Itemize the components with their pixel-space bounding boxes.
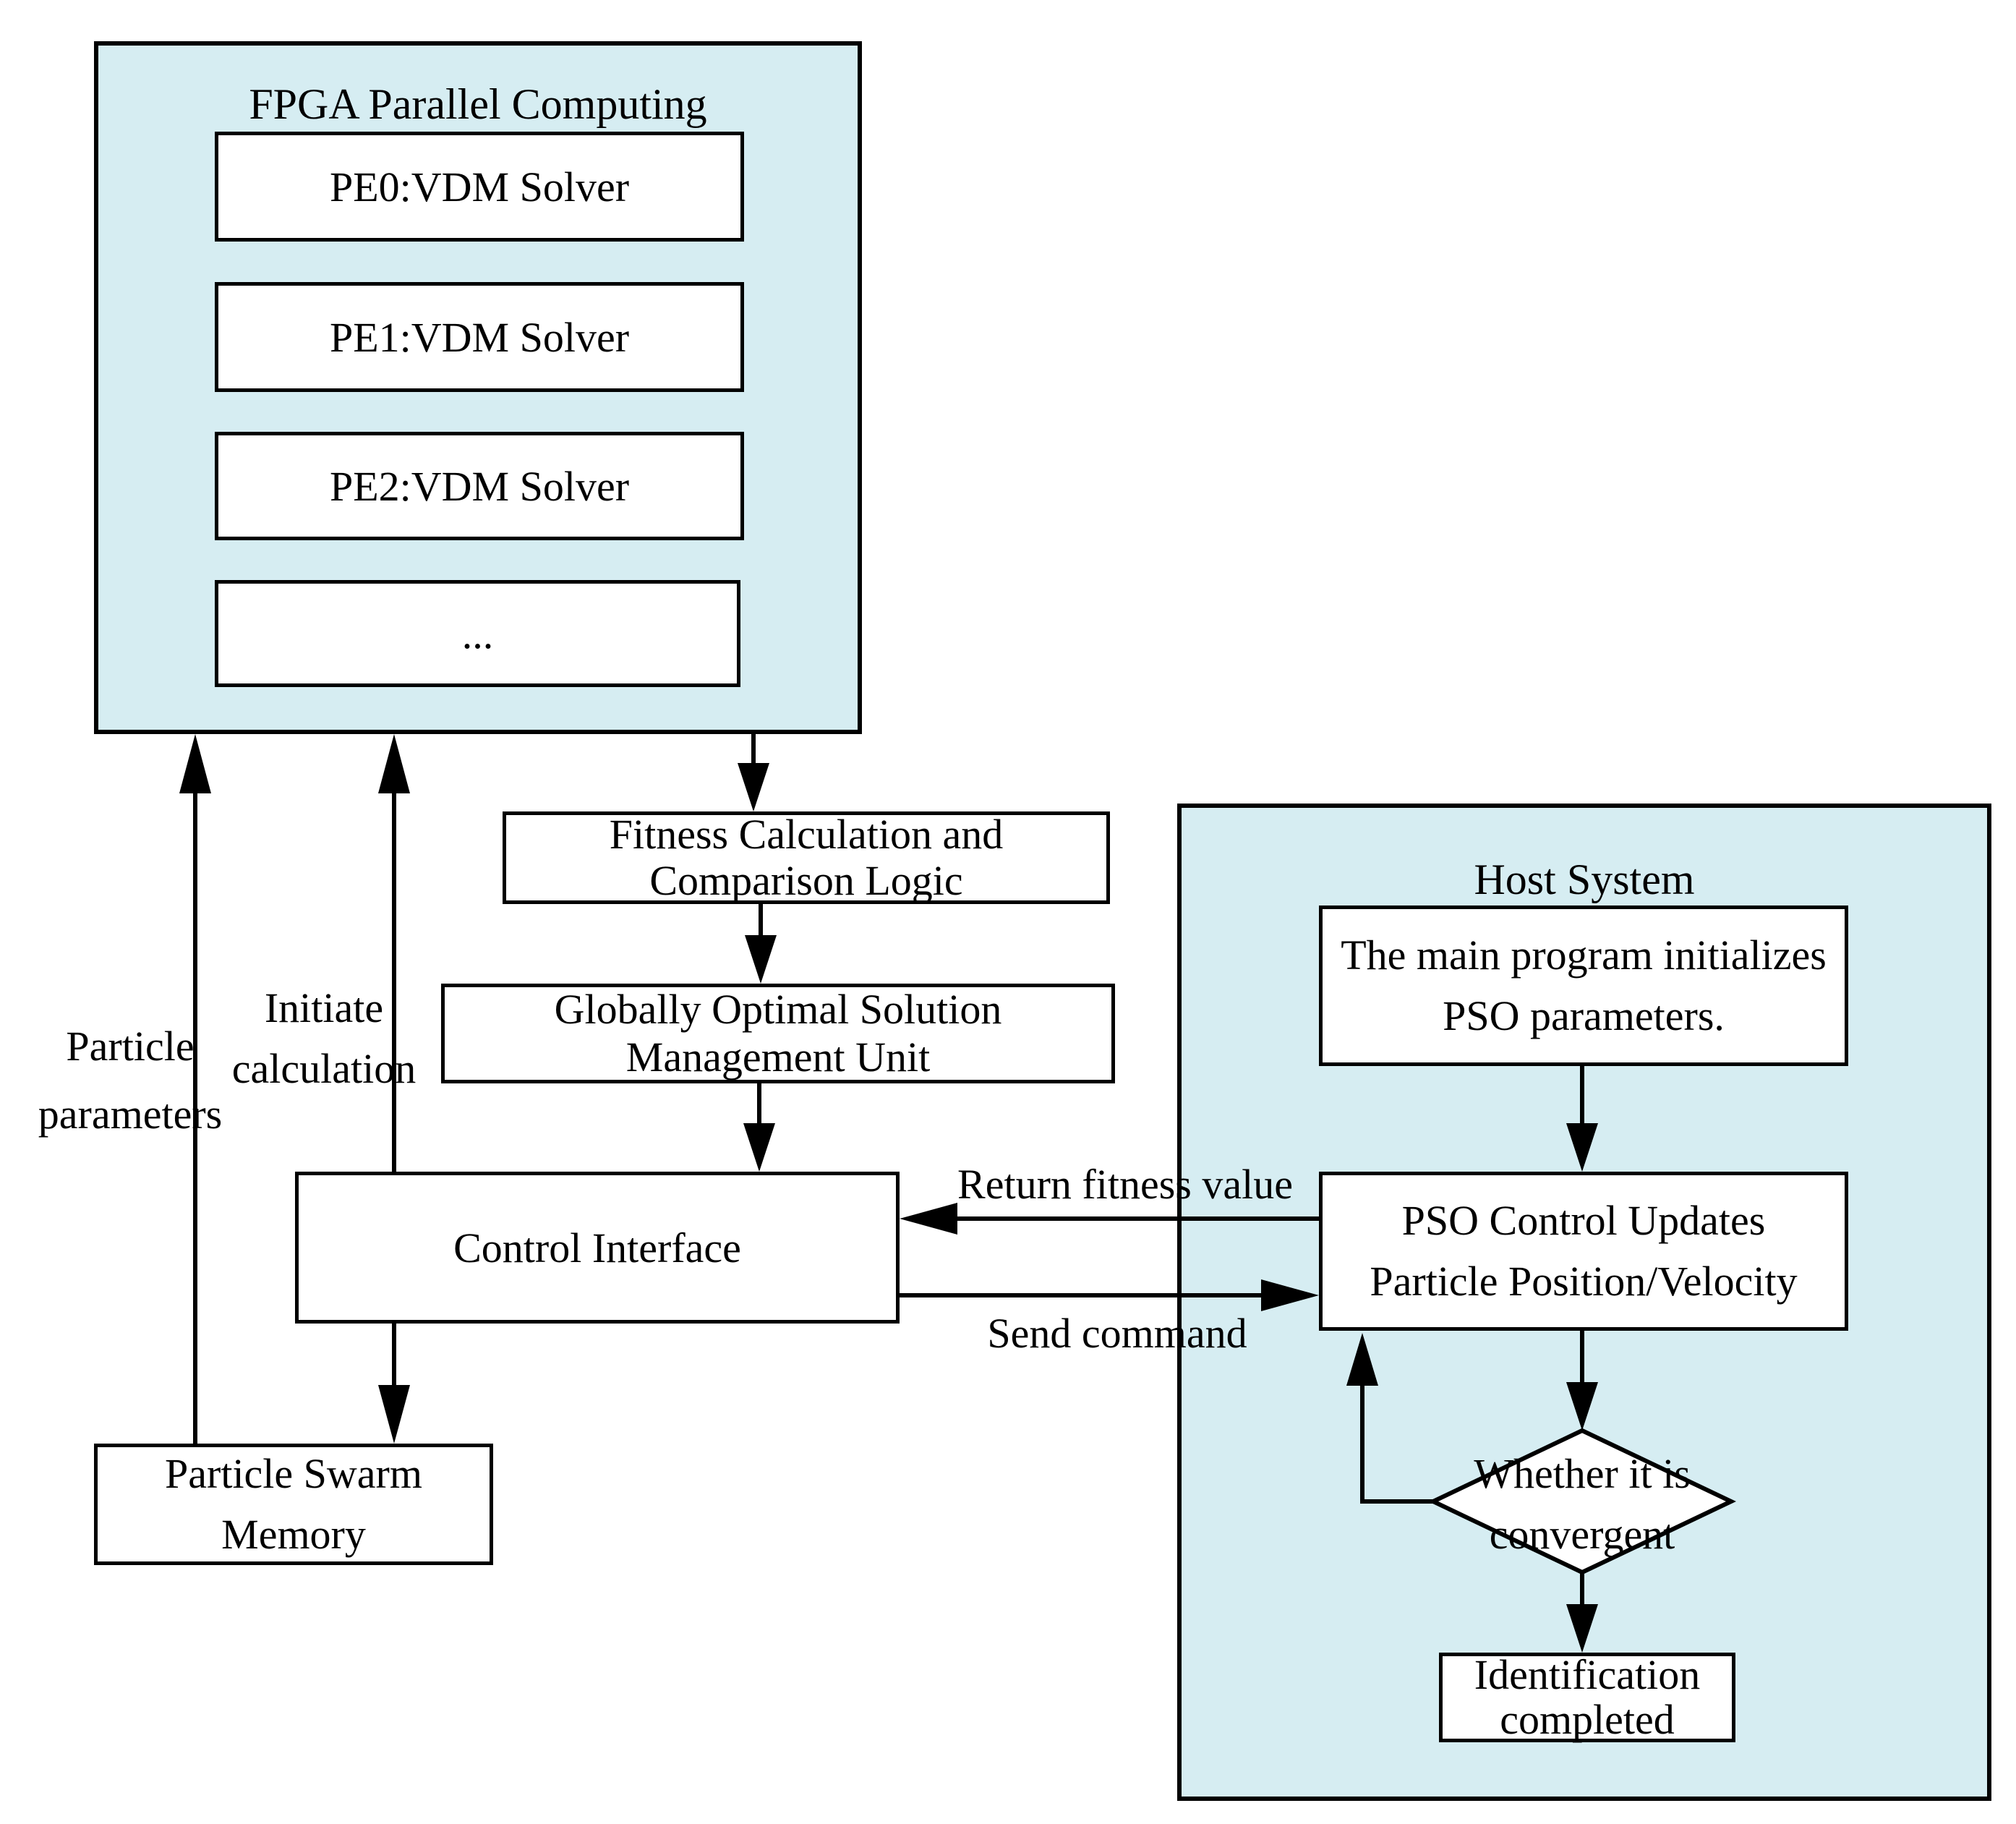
particle-swarm-memory-line-1: Particle Swarm <box>165 1450 422 1497</box>
particle-parameters-line-2: parameters <box>38 1091 223 1138</box>
pso-init-box: The main program initializes PSO paramet… <box>1319 905 1848 1066</box>
particle-parameters-line-1: Particle <box>66 1023 195 1070</box>
arrow-global-to-control-head <box>743 1123 775 1172</box>
identification-completed-box: Identification completed <box>1439 1653 1735 1742</box>
global-optimum-line-2: Management Unit <box>625 1034 931 1081</box>
pe0-solver-label: PE0:VDM Solver <box>329 163 630 210</box>
host-title: Host System <box>1474 856 1695 903</box>
global-optimum-line-1: Globally Optimal Solution <box>554 986 1002 1033</box>
particle-swarm-memory-line-2: Memory <box>221 1511 366 1558</box>
convergence-decision-label: Whether it is convergent <box>1401 1444 1763 1565</box>
pe0-solver-box: PE0:VDM Solver <box>215 132 744 242</box>
global-optimum-box: Globally Optimal Solution Management Uni… <box>441 984 1115 1083</box>
fpga-title: FPGA Parallel Computing <box>249 80 707 128</box>
label-send-command: Send command <box>987 1310 1247 1357</box>
label-initiate-calculation: Initiate calculation <box>226 978 422 1099</box>
initiate-calculation-line-2: calculation <box>231 1045 417 1092</box>
arrow-control-to-memory-head <box>378 1385 410 1444</box>
label-particle-parameters: Particle parameters <box>29 1013 231 1148</box>
control-interface-label: Control Interface <box>453 1224 741 1271</box>
pe-ellipsis-box: ... <box>215 580 740 687</box>
host-region: Host System The main program initializes… <box>1177 804 1991 1801</box>
fitness-line-2: Comparison Logic <box>649 857 963 904</box>
particle-swarm-memory-box: Particle Swarm Memory <box>94 1444 493 1565</box>
pso-update-line-2: Particle Position/Velocity <box>1370 1258 1798 1305</box>
pso-update-box: PSO Control Updates Particle Position/Ve… <box>1319 1172 1848 1331</box>
arrow-initiate-calculation-head <box>378 734 410 793</box>
pso-update-line-1: PSO Control Updates <box>1401 1197 1766 1244</box>
identification-line-1: Identification <box>1474 1651 1701 1698</box>
initiate-calculation-line-1: Initiate <box>264 984 384 1031</box>
pso-init-line-1: The main program initializes <box>1341 932 1827 979</box>
convergence-line-2: convergent <box>1489 1511 1675 1558</box>
pe2-solver-box: PE2:VDM Solver <box>215 432 744 540</box>
fitness-line-1: Fitness Calculation and <box>609 811 1004 858</box>
convergence-line-1: Whether it is <box>1474 1450 1691 1497</box>
pe1-solver-box: PE1:VDM Solver <box>215 282 744 392</box>
arrow-return-fitness-head <box>900 1203 957 1235</box>
fpga-region: FPGA Parallel Computing PE0:VDM Solver P… <box>94 41 862 734</box>
arrow-fitness-to-global-head <box>745 935 777 984</box>
label-return-fitness-value: Return fitness value <box>957 1161 1293 1208</box>
control-interface-box: Control Interface <box>295 1172 900 1324</box>
identification-line-2: completed <box>1500 1696 1675 1743</box>
pe1-solver-label: PE1:VDM Solver <box>329 313 630 361</box>
arrow-particle-parameters-head <box>179 734 211 793</box>
pe2-solver-label: PE2:VDM Solver <box>329 462 630 510</box>
fitness-calculation-box: Fitness Calculation and Comparison Logic <box>503 811 1110 904</box>
pso-init-line-2: PSO parameters. <box>1443 992 1725 1039</box>
pe-ellipsis-label: ... <box>461 610 494 657</box>
arrow-fpga-to-fitness-head <box>738 763 769 811</box>
